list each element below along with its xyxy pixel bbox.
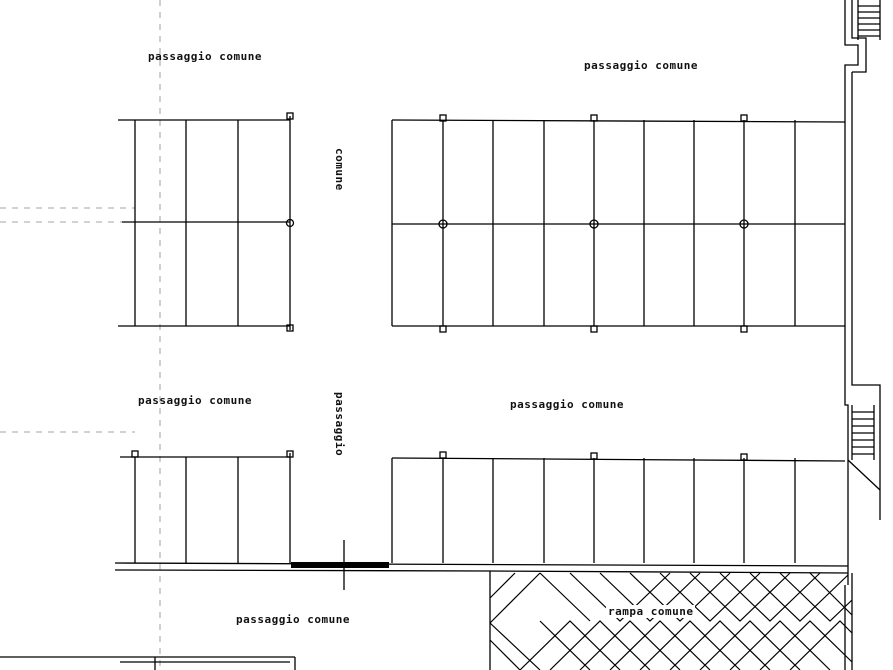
parking-block-bottom-right [391, 451, 846, 563]
stairs-right-mid [847, 405, 881, 491]
parking-block-top-right [391, 114, 846, 333]
bottom-left-fragment [0, 656, 296, 670]
parking-block-top-left [118, 112, 295, 332]
label-passage-bottom: passaggio comune [236, 613, 350, 626]
bottom-wall [114, 540, 849, 590]
label-passage-vertical: passaggio [333, 392, 346, 457]
label-passage-mid-right: passaggio comune [510, 398, 624, 411]
stairs-top-right [857, 0, 881, 40]
label-passage-top-right: passaggio comune [584, 59, 698, 72]
ramp-area [489, 571, 853, 670]
label-passage-mid-left: passaggio comune [138, 394, 252, 407]
label-passage-top-left: passaggio comune [148, 50, 262, 63]
parking-block-bottom-left [120, 450, 294, 563]
label-common-vertical: comune [333, 148, 346, 191]
right-wall [844, 0, 881, 670]
label-ramp: rampa comune [606, 605, 696, 618]
